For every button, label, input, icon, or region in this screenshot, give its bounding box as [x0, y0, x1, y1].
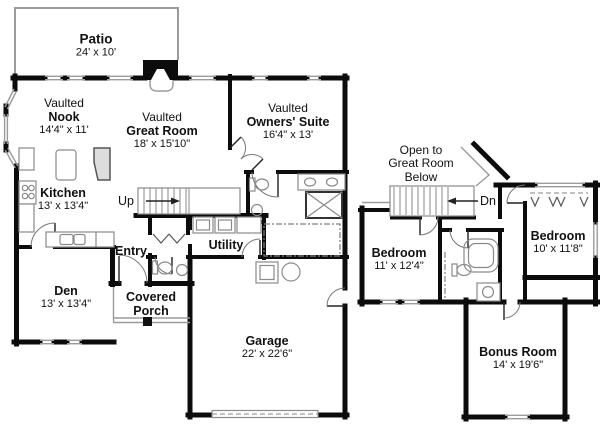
- toilet-tank: [151, 260, 159, 275]
- room-name: Kitchen: [40, 185, 86, 200]
- kitchen-sink: [59, 233, 74, 246]
- label-den: Den 13' x 13'4": [41, 284, 91, 310]
- toilet: [456, 263, 472, 277]
- note-line1: Open to: [399, 142, 443, 157]
- stairs-up: [137, 187, 241, 215]
- room-dims: 14' x 19'6": [492, 358, 544, 371]
- garage-elements: [211, 261, 319, 419]
- counter: [18, 203, 35, 233]
- windows-second: [380, 182, 598, 420]
- bathtub: [463, 238, 499, 273]
- room-dims: 10' x 11'8": [533, 242, 583, 255]
- fireplace: [143, 60, 178, 92]
- room-name-line2: Porch: [133, 304, 169, 318]
- stair-direction: Dn: [480, 194, 496, 208]
- dn-arrow: [447, 197, 456, 205]
- label-bonus-room: Bonus Room 14' x 19'6": [479, 345, 557, 371]
- room-dims: 14'4" x 11': [39, 124, 89, 137]
- label-entry: Entry: [115, 244, 147, 258]
- second-floor-plan: [357, 140, 600, 422]
- note-line2: Great Room: [388, 156, 454, 171]
- room-name: Owners' Suite: [246, 115, 330, 130]
- label-stairs-dn: Dn: [480, 194, 496, 208]
- room-name: Great Room: [126, 124, 198, 139]
- stairs-down: [389, 185, 478, 217]
- room-name: Bonus Room: [479, 344, 557, 359]
- room-dims: 13' x 13'4": [40, 297, 92, 310]
- dryer: [214, 216, 236, 234]
- peninsula-counter: [45, 231, 115, 248]
- kitchen-island: [55, 149, 77, 181]
- room-prefix: Vaulted: [142, 110, 182, 125]
- room-dims: 11' x 12'4": [374, 259, 424, 272]
- room-name: Entry: [115, 244, 147, 258]
- label-open-to-below: Open to Great Room Below: [388, 142, 454, 184]
- doors-second: [419, 184, 526, 320]
- vanity: [476, 282, 501, 302]
- stair-direction: Up: [118, 194, 134, 208]
- room-name: Utility: [208, 238, 244, 252]
- label-nook: Vaulted Nook 14'4" x 11': [39, 96, 89, 137]
- washer: [192, 216, 214, 234]
- label-owners-suite: Vaulted Owners' Suite 16'4" x 13': [246, 101, 330, 142]
- label-patio: Patio 24' x 10': [76, 31, 116, 58]
- room-dims: 16'4" x 13': [262, 129, 314, 142]
- room-name: Garage: [245, 333, 289, 348]
- note-line3: Below: [404, 169, 438, 184]
- covered-porch-outline: [113, 317, 190, 326]
- powder-room-fixtures: [151, 260, 189, 277]
- room-dims: 18' x 15'10": [133, 138, 191, 151]
- label-garage: Garage 22' x 22'6": [242, 334, 292, 360]
- label-utility: Utility: [209, 238, 244, 252]
- exterior-walls-second: [357, 140, 600, 422]
- room-dims: 24' x 10': [75, 46, 117, 59]
- sink: [481, 285, 495, 299]
- porch-post: [143, 317, 152, 326]
- label-kitchen: Kitchen 13' x 13'4": [38, 186, 88, 212]
- room-dims: 13' x 13'4": [37, 199, 89, 212]
- room-name: Bedroom: [530, 228, 586, 243]
- label-great-room: Vaulted Great Room 18' x 15'10": [126, 110, 198, 151]
- label-bedroom-left: Bedroom 11' x 12'4": [372, 246, 427, 272]
- room-name: Patio: [79, 31, 113, 47]
- room-name-line1: Covered: [125, 290, 177, 304]
- room-dims: 22' x 22'6": [241, 347, 293, 360]
- refrigerator: [18, 147, 35, 171]
- label-stairs-up: Up: [118, 194, 134, 208]
- open-below-edges: [362, 146, 491, 204]
- up-arrow: [171, 197, 180, 205]
- bedroom-right-closet: [530, 192, 589, 208]
- room-name: Bedroom: [371, 245, 427, 260]
- furnace: [281, 262, 301, 282]
- first-floor-plan: [3, 7, 350, 420]
- bath-fixtures-second: [444, 238, 501, 302]
- patio-outline: [14, 7, 179, 322]
- room-name: Nook: [48, 110, 80, 125]
- room-prefix: Vaulted: [268, 101, 308, 116]
- room-name: Den: [54, 283, 78, 298]
- pantry-cabinet: [93, 147, 111, 181]
- water-heater: [255, 261, 279, 284]
- owners-bath-fixtures: [248, 173, 346, 257]
- sink: [175, 263, 189, 277]
- windows-first: [3, 75, 321, 345]
- entry-closet: [152, 233, 186, 244]
- toilet: [254, 178, 270, 191]
- sink: [250, 203, 264, 217]
- room-prefix: Vaulted: [44, 96, 84, 111]
- walk-in-closet: [263, 223, 341, 257]
- range: [18, 180, 37, 205]
- kitchen-fixtures: [18, 147, 115, 248]
- label-bedroom-right: Bedroom 10' x 11'8": [531, 229, 586, 255]
- label-covered-porch: Covered Porch: [126, 290, 176, 318]
- utility-fixtures: [192, 216, 262, 234]
- interior-walls-second: [390, 183, 527, 304]
- toilet: [157, 261, 173, 275]
